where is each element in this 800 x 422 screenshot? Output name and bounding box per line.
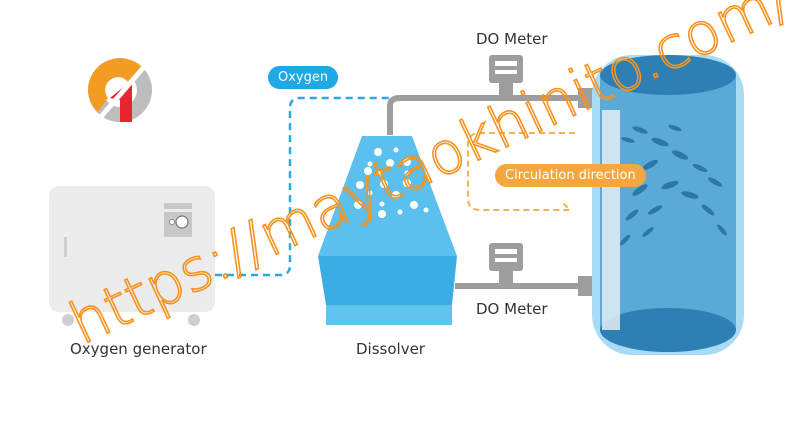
bottom-pipe-connector: [578, 276, 594, 296]
circulation-direction-path: [467, 132, 575, 211]
do-meter-bottom-label: DO Meter: [476, 300, 548, 318]
oxygen-supply-line: [215, 96, 390, 277]
oxygen-tag: Oxygen: [268, 66, 339, 89]
do-meter-top-icon: [489, 55, 523, 97]
dissolver-label: Dissolver: [356, 340, 425, 358]
bubbles: [354, 147, 429, 218]
oxygen-generator-label: Oxygen generator: [70, 340, 207, 358]
do-meter-top-label: DO Meter: [476, 30, 548, 48]
oxygen-generator: [49, 186, 215, 326]
top-pipe-connector: [578, 88, 594, 108]
circulation-direction-tag: Circulation direction: [495, 164, 646, 187]
top-pipe: [387, 95, 585, 135]
brand-logo: [88, 58, 152, 122]
dissolver: [318, 136, 457, 325]
fish-tank: [592, 55, 744, 355]
do-meter-bottom-icon: [489, 243, 523, 285]
fish-school: [619, 124, 727, 246]
